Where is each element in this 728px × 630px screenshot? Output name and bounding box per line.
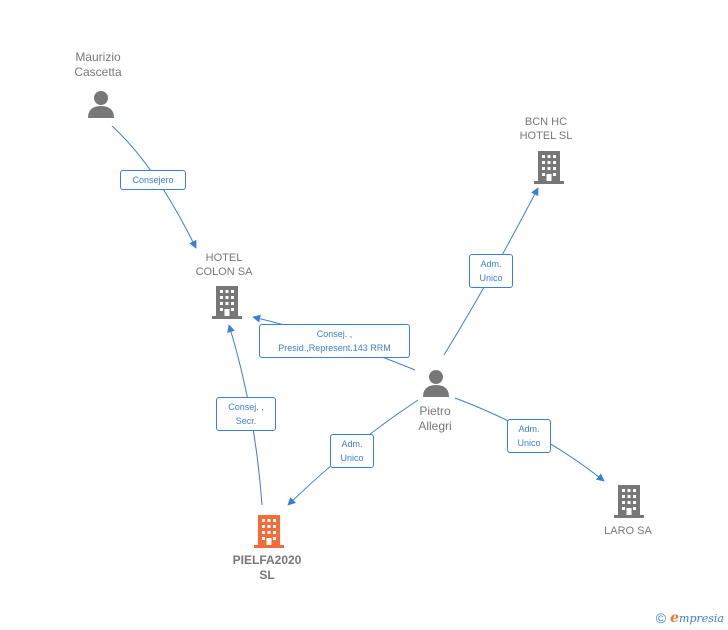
edge-label-pietro-pielfa: Adm. Unico [330, 434, 374, 468]
copyright-icon: © [655, 610, 667, 626]
person-icon[interactable] [423, 370, 449, 397]
brand-footer: © empresia [656, 610, 724, 626]
node-label-bcn-hc[interactable]: BCN HC HOTEL SL [519, 116, 573, 142]
node-label-pietro[interactable]: Pietro Allegri [418, 404, 452, 433]
edge-label-pietro-laro: Adm. Unico [507, 419, 551, 453]
edge-label-maurizio-colon: Consejero [120, 170, 186, 190]
edge-label-pielfa-colon: Consej. , Secr. [216, 397, 276, 431]
person-icon[interactable] [88, 91, 114, 118]
node-label-maurizio[interactable]: Maurizio Cascetta [74, 50, 122, 79]
building-icon[interactable] [212, 286, 242, 319]
node-label-pielfa[interactable]: PIELFA2020 SL [232, 553, 302, 582]
edge-label-pietro-bcn: Adm. Unico [469, 254, 513, 288]
building-icon[interactable] [534, 151, 564, 184]
brand-logo: empresia [670, 610, 724, 626]
edge-label-pietro-colon: Consej. , Presid.,Represent.143 RRM [259, 324, 410, 358]
node-label-laro[interactable]: LARO SA [604, 525, 652, 537]
building-icon-focus[interactable] [254, 515, 284, 548]
building-icon[interactable] [614, 485, 644, 518]
node-label-hotel-colon[interactable]: HOTEL COLON SA [195, 252, 253, 278]
